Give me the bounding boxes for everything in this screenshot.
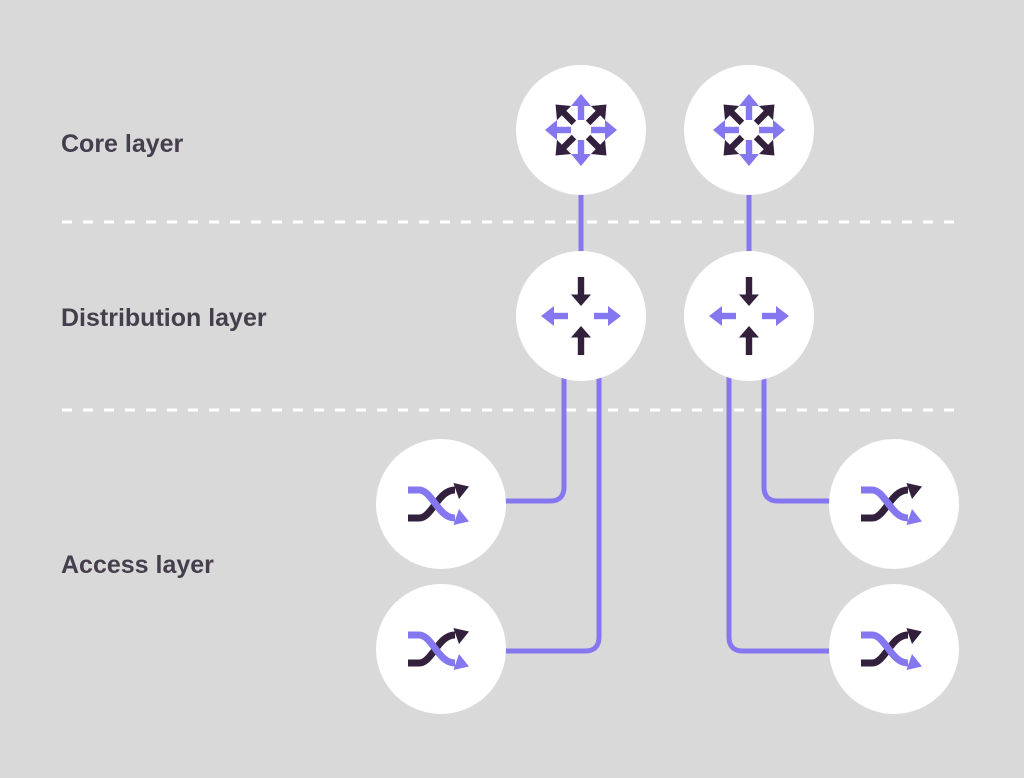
core-router-node-1 (516, 65, 646, 195)
shuffle-arrows-icon (405, 620, 477, 678)
link-distribution2-access4 (726, 330, 880, 654)
access-switch-node-4 (829, 584, 959, 714)
link-distribution1-access2 (455, 330, 602, 654)
converging-arrows-icon (539, 274, 623, 358)
access-layer-label: Access layer (61, 551, 214, 579)
access-switch-node-3 (829, 439, 959, 569)
core-router-node-2 (684, 65, 814, 195)
omnidirectional-arrows-icon (543, 92, 619, 168)
omnidirectional-arrows-icon (711, 92, 787, 168)
distribution-layer-label: Distribution layer (61, 304, 267, 332)
link-distribution2-access3 (761, 330, 880, 504)
converging-arrows-icon (707, 274, 791, 358)
shuffle-arrows-icon (405, 475, 477, 533)
shuffle-arrows-icon (858, 475, 930, 533)
access-switch-node-1 (376, 439, 506, 569)
distribution-router-node-2 (684, 251, 814, 381)
distribution-router-node-1 (516, 251, 646, 381)
core-layer-label: Core layer (61, 130, 184, 158)
link-distribution1-access1 (455, 330, 567, 504)
shuffle-arrows-icon (858, 620, 930, 678)
access-switch-node-2 (376, 584, 506, 714)
